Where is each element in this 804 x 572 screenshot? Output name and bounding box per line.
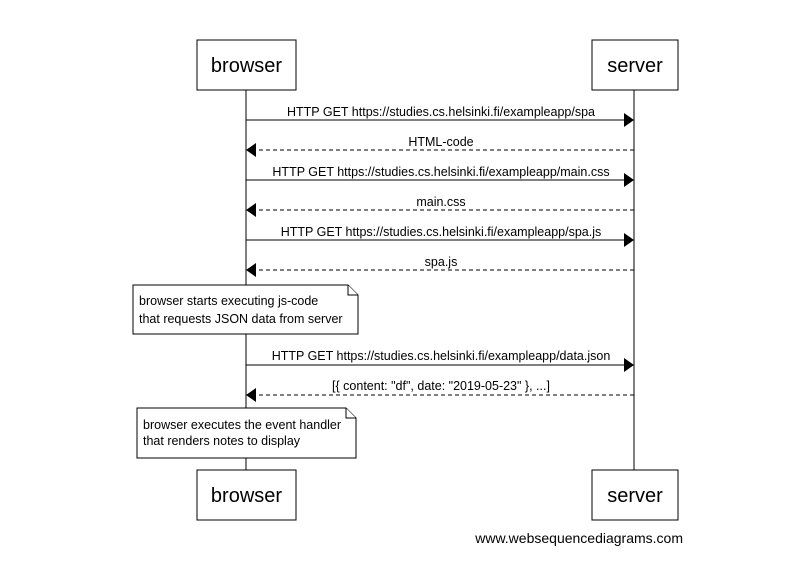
message-label: HTTP GET https://studies.cs.helsinki.fi/… [287,105,595,119]
arrowhead-right [624,113,634,127]
actor-server-bottom-label: server [607,485,663,507]
note-js-execution: browser starts executing js-code that re… [132,284,359,335]
arrowhead-left [246,263,256,277]
arrowhead-left [246,388,256,402]
arrowhead-left [246,143,256,157]
message-label: HTTP GET https://studies.cs.helsinki.fi/… [272,349,611,363]
message-request-spa-js: HTTP GET https://studies.cs.helsinki.fi/… [246,225,634,247]
note-event-handler: browser executes the event handler that … [136,407,357,459]
note-line: browser executes the event handler [143,418,341,432]
actor-browser-bottom: browser [196,469,297,521]
message-label: [{ content: "df", date: "2019-05-23" }, … [332,379,550,393]
message-response-main-css: main.css [246,195,634,217]
actor-server-top-label: server [607,55,663,77]
actor-browser-bottom-label: browser [211,485,282,507]
message-label: main.css [416,195,465,209]
actor-browser-top: browser [196,39,297,91]
message-response-data-json: [{ content: "df", date: "2019-05-23" }, … [246,379,634,402]
watermark-text: www.websequencediagrams.com [474,530,683,546]
message-label: spa.js [425,255,458,269]
actor-server-bottom: server [591,469,679,521]
message-request-spa: HTTP GET https://studies.cs.helsinki.fi/… [246,105,634,127]
arrowhead-right [624,173,634,187]
arrowhead-right [624,233,634,247]
message-response-html: HTML-code [246,135,634,157]
message-label: HTML-code [408,135,473,149]
actor-server-top: server [591,39,679,91]
message-label: HTTP GET https://studies.cs.helsinki.fi/… [281,225,602,239]
actor-browser-top-label: browser [211,55,282,77]
arrowhead-right [624,358,634,372]
note-line: browser starts executing js-code [139,294,318,308]
message-response-spa-js: spa.js [246,255,634,277]
message-label: HTTP GET https://studies.cs.helsinki.fi/… [272,165,609,179]
message-request-main-css: HTTP GET https://studies.cs.helsinki.fi/… [246,165,634,187]
note-line: that renders notes to display [143,434,301,448]
message-request-data-json: HTTP GET https://studies.cs.helsinki.fi/… [246,349,634,372]
arrowhead-left [246,203,256,217]
note-line: that requests JSON data from server [139,312,343,326]
